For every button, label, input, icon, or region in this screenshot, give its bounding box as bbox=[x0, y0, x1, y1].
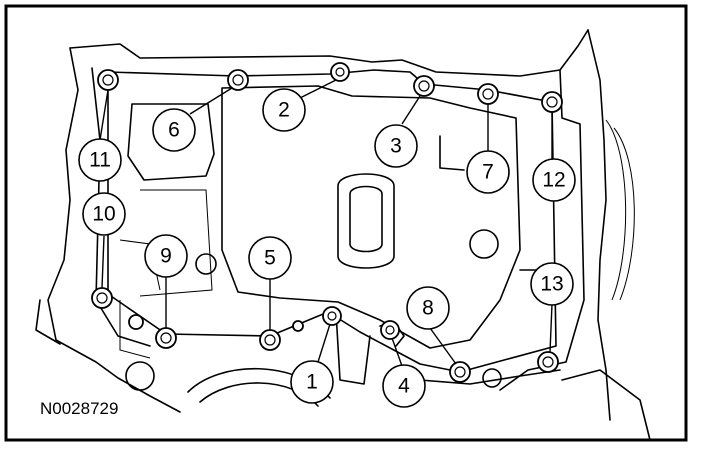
svg-text:12: 12 bbox=[542, 169, 565, 192]
callouts: 1 2 3 4 5 6 7 8 9 10 11 12 13 bbox=[78, 88, 576, 408]
svg-text:2: 2 bbox=[278, 99, 290, 122]
callout-11: 11 bbox=[78, 138, 122, 182]
callout-8: 8 bbox=[406, 286, 450, 330]
svg-text:4: 4 bbox=[398, 375, 410, 398]
bolts bbox=[91, 62, 563, 383]
callout-3: 3 bbox=[374, 124, 418, 168]
svg-text:3: 3 bbox=[390, 135, 402, 158]
svg-text:1: 1 bbox=[306, 371, 318, 394]
bolt-3 bbox=[413, 75, 435, 97]
bolt-11 bbox=[97, 69, 119, 91]
svg-text:11: 11 bbox=[89, 149, 111, 172]
bolt-10 bbox=[91, 287, 113, 309]
svg-text:9: 9 bbox=[160, 245, 172, 268]
engine-housing bbox=[35, 29, 651, 441]
bolt-4 bbox=[380, 320, 400, 340]
leader-lines bbox=[99, 79, 553, 367]
bolt-6 bbox=[227, 69, 249, 91]
callout-4: 4 bbox=[382, 364, 426, 408]
figure-code: N0028729 bbox=[40, 399, 118, 418]
svg-text:13: 13 bbox=[540, 273, 563, 296]
bolt-9 bbox=[155, 327, 177, 349]
diagram-border bbox=[4, 4, 688, 442]
bolt-extra bbox=[128, 314, 304, 332]
callout-2: 2 bbox=[262, 88, 306, 132]
callout-1: 1 bbox=[290, 360, 334, 404]
callout-7: 7 bbox=[466, 150, 510, 194]
bolt-1 bbox=[322, 306, 342, 326]
bolt-2 bbox=[330, 62, 350, 82]
bolt-13 bbox=[537, 351, 559, 373]
svg-text:5: 5 bbox=[264, 247, 276, 270]
callout-13: 13 bbox=[530, 262, 574, 306]
bolt-7 bbox=[477, 83, 499, 105]
svg-text:6: 6 bbox=[168, 119, 180, 142]
callout-9: 9 bbox=[144, 234, 188, 278]
callout-6: 6 bbox=[152, 108, 196, 152]
svg-text:10: 10 bbox=[92, 203, 115, 226]
callout-12: 12 bbox=[532, 158, 576, 202]
callout-5: 5 bbox=[248, 236, 292, 280]
bolt-12 bbox=[541, 91, 563, 113]
svg-text:7: 7 bbox=[482, 161, 494, 184]
callout-10: 10 bbox=[82, 192, 126, 236]
svg-text:8: 8 bbox=[422, 297, 434, 320]
bolt-8 bbox=[449, 361, 471, 383]
bolt-5 bbox=[259, 329, 281, 351]
